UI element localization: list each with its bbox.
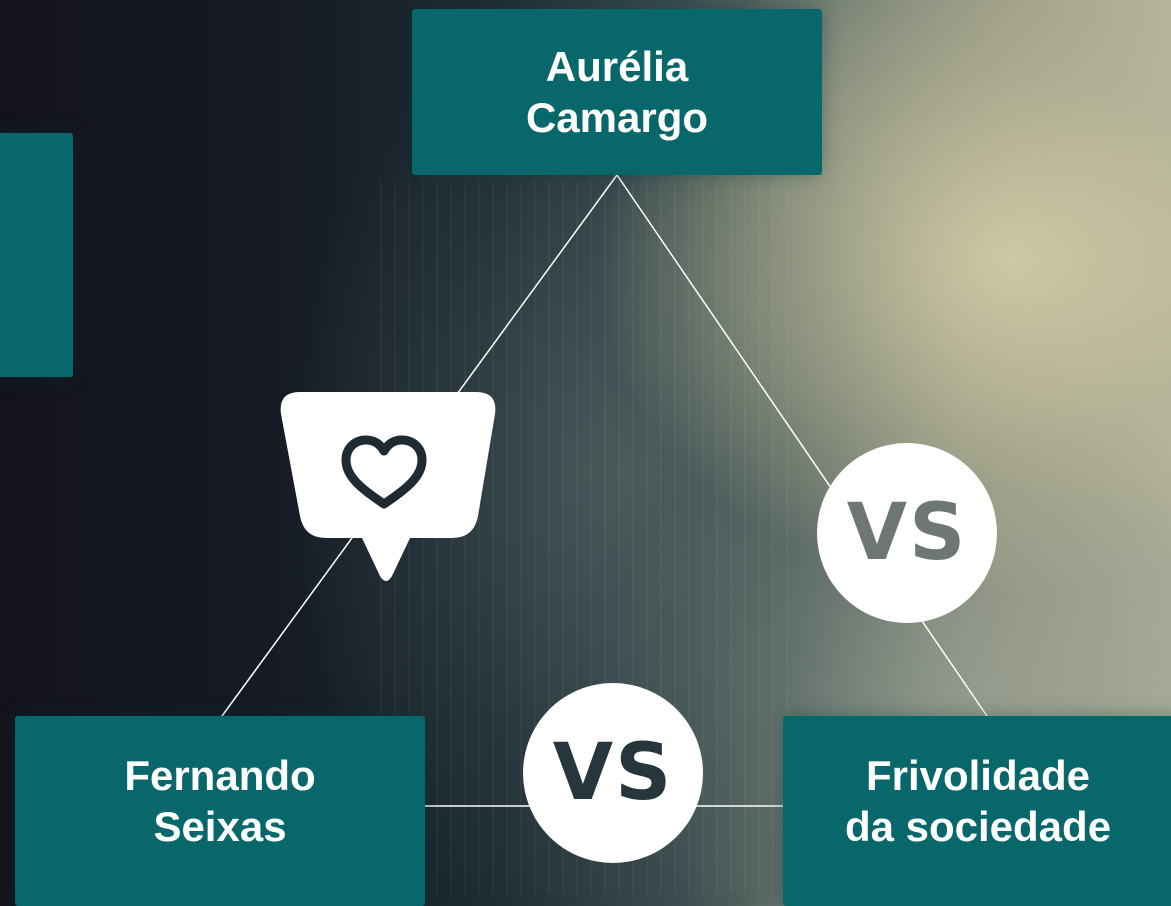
heart-speech-bubble-icon xyxy=(280,392,496,581)
node-top-line1: Aurélia xyxy=(545,42,689,90)
node-aurelia-camargo: Aurélia Camargo xyxy=(412,9,822,175)
node-bottom-left-line2: Seixas xyxy=(153,803,287,850)
node-fernando-seixas: Fernando Seixas xyxy=(15,716,425,906)
vs-badge-bottom: VS xyxy=(523,683,703,863)
vs-badge-right: VS xyxy=(817,443,997,623)
partial-node-left xyxy=(0,133,73,377)
node-bottom-left-line1: Fernando xyxy=(124,751,316,799)
heart-icon xyxy=(341,435,427,509)
vs-right-label: VS xyxy=(846,488,968,578)
node-bottom-right-line2: da sociedade xyxy=(844,803,1112,850)
vs-bottom-label: VS xyxy=(552,728,674,818)
node-bottom-right-line1: Frivolidade xyxy=(865,751,1091,799)
node-top-line2: Camargo xyxy=(525,94,709,141)
edge-top-to-bottom-right xyxy=(616,174,988,717)
node-frivolidade-da-sociedade: Frivolidade da sociedade xyxy=(783,716,1171,906)
